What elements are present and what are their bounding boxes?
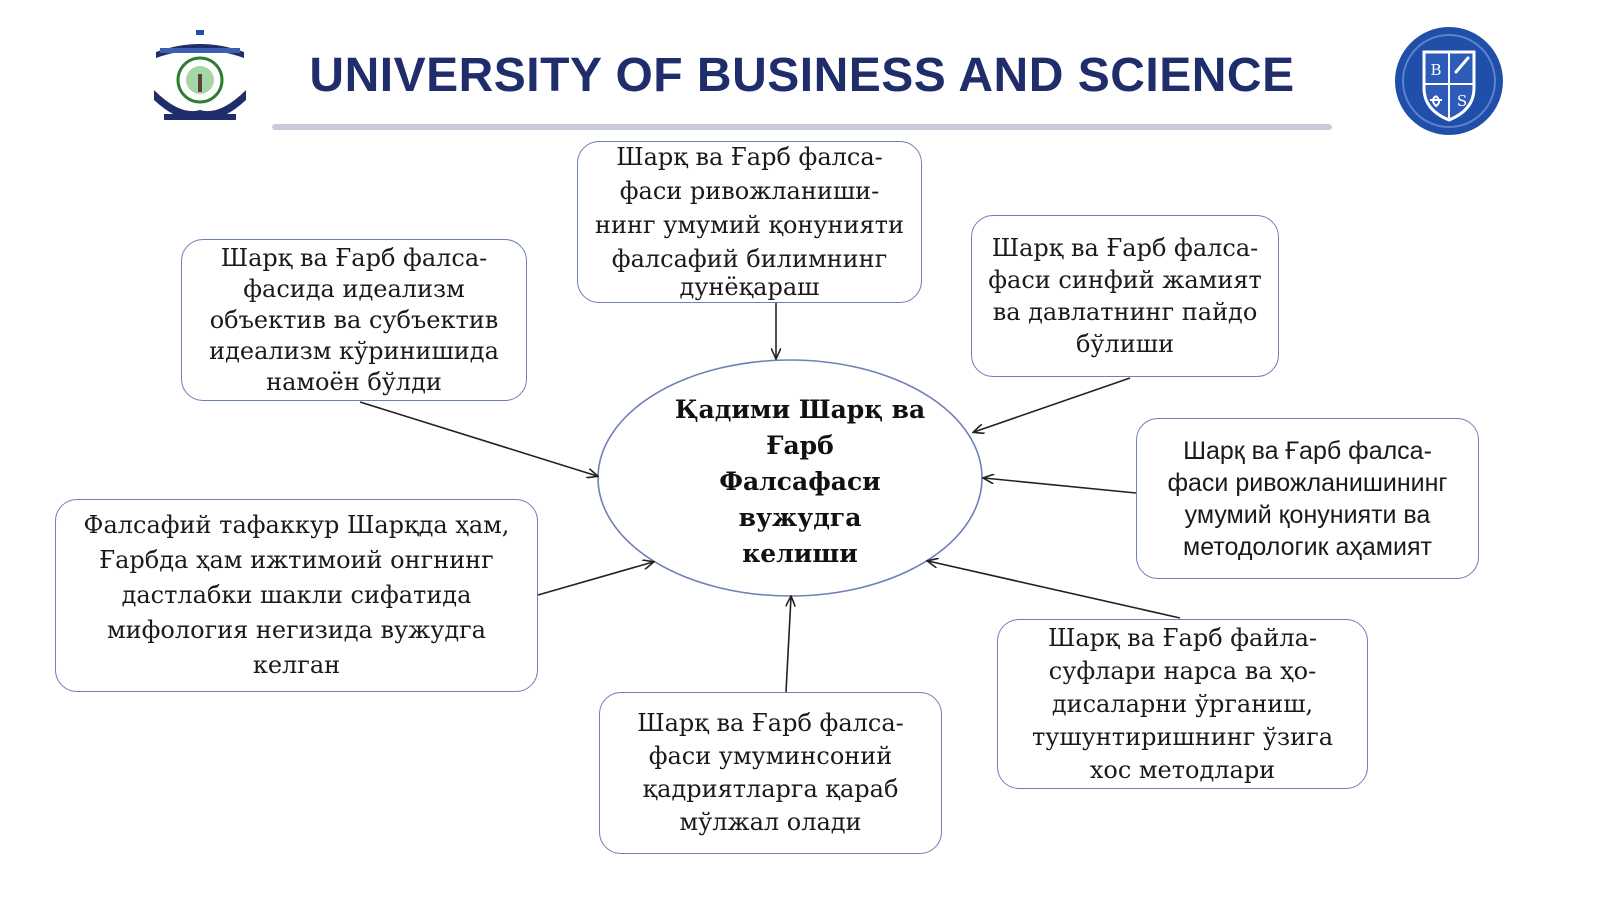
- center-node-label: Қадими Шарқ ва Ғарб Фалсафаси вужудга ке…: [665, 392, 935, 572]
- node-bottom-right: Шарқ ва Ғарб файла- суфлари нарса ва ҳо-…: [997, 619, 1368, 789]
- edge-right: [984, 478, 1137, 494]
- shield-letter-s: S: [1457, 92, 1467, 110]
- edge-top-right: [974, 377, 1131, 432]
- center-line: Фалсафаси: [719, 467, 881, 496]
- center-line: вужудга: [738, 503, 862, 532]
- node-line: қадриятларга қараб: [642, 775, 899, 803]
- node-line: фаси ривожланишининг: [1167, 468, 1448, 497]
- edge-left: [537, 562, 653, 596]
- node-line: бўлиши: [1075, 330, 1175, 358]
- edge-top-left: [359, 401, 597, 476]
- node-top-right: Шарқ ва Ғарб фалса- фаси синфий жамият в…: [971, 215, 1279, 377]
- node-line: дисаларни ўрганиш,: [1051, 689, 1314, 718]
- node-line: хос методлари: [1089, 755, 1276, 784]
- node-line: методологик аҳамият: [1183, 532, 1432, 561]
- node-line: суфлари нарса ва ҳо-: [1048, 656, 1317, 685]
- node-line: нинг умумий қонунияти: [595, 211, 904, 239]
- node-line: келган: [252, 651, 341, 679]
- center-line: келиши: [742, 539, 858, 568]
- center-line: Қадими Шарқ ва: [674, 395, 926, 424]
- node-line: фаси ривожланиши-: [619, 177, 880, 205]
- node-bottom: Шарқ ва Ғарб фалса- фаси умуминсоний қад…: [599, 692, 942, 854]
- node-line: мўлжал олади: [679, 808, 862, 836]
- edge-bottom: [785, 597, 791, 693]
- node-line: Шарқ ва Ғарб фалса-: [991, 234, 1259, 262]
- node-line: Шарқ ва Ғарб фалса-: [1183, 436, 1432, 465]
- university-logo-left: [150, 30, 250, 124]
- center-line: Ғарб: [766, 431, 834, 460]
- node-line: фаси умуминсоний: [648, 742, 893, 770]
- node-line: Фалсафий тафаккур Шарқда ҳам,: [83, 511, 510, 539]
- node-line: намоён бўлди: [266, 367, 442, 396]
- node-right: Шарқ ва Ғарб фалса- фаси ривожланишининг…: [1136, 418, 1479, 579]
- node-line: Шарқ ва Ғарб фалса-: [616, 143, 883, 171]
- node-left: Фалсафий тафаккур Шарқда ҳам, Ғарбда ҳам…: [55, 499, 538, 692]
- title-underline: [272, 124, 1332, 130]
- node-line: Шарқ ва Ғарб фалса-: [637, 709, 904, 737]
- node-line: объектив ва субъектив: [209, 305, 499, 334]
- node-top-left: Шарқ ва Ғарб фалса- фасида идеализм объе…: [181, 239, 527, 401]
- node-line: дастлабки шакли сифатида: [121, 581, 472, 609]
- edge-bottom-right: [928, 561, 1181, 619]
- page-title: UNIVERSITY OF BUSINESS AND SCIENCE: [309, 49, 1295, 102]
- node-line: Шарқ ва Ғарб файла-: [1047, 623, 1318, 652]
- node-line: фаси синфий жамият: [988, 266, 1262, 294]
- shield-letter-b: B: [1430, 61, 1441, 79]
- node-line: идеализм кўринишида: [209, 336, 499, 365]
- node-top: Шарқ ва Ғарб фалса- фаси ривожланиши- ни…: [577, 141, 922, 303]
- node-line: мифология негизида вужудга: [106, 616, 486, 644]
- node-line: Шарқ ва Ғарб фалса-: [220, 243, 488, 272]
- node-line: ва давлатнинг пайдо: [992, 298, 1258, 326]
- university-logo-right: B S: [1394, 26, 1504, 136]
- node-line: тушунтиришнинг ўзига: [1031, 722, 1334, 751]
- node-line: Ғарбда ҳам ижтимоий онгнинг: [99, 546, 494, 574]
- node-line: умумий қонунияти ва: [1184, 500, 1431, 529]
- node-line: фалсафий билимнинг: [611, 245, 888, 273]
- node-line: дунёқараш: [679, 273, 820, 301]
- node-line: фасида идеализм: [243, 274, 465, 303]
